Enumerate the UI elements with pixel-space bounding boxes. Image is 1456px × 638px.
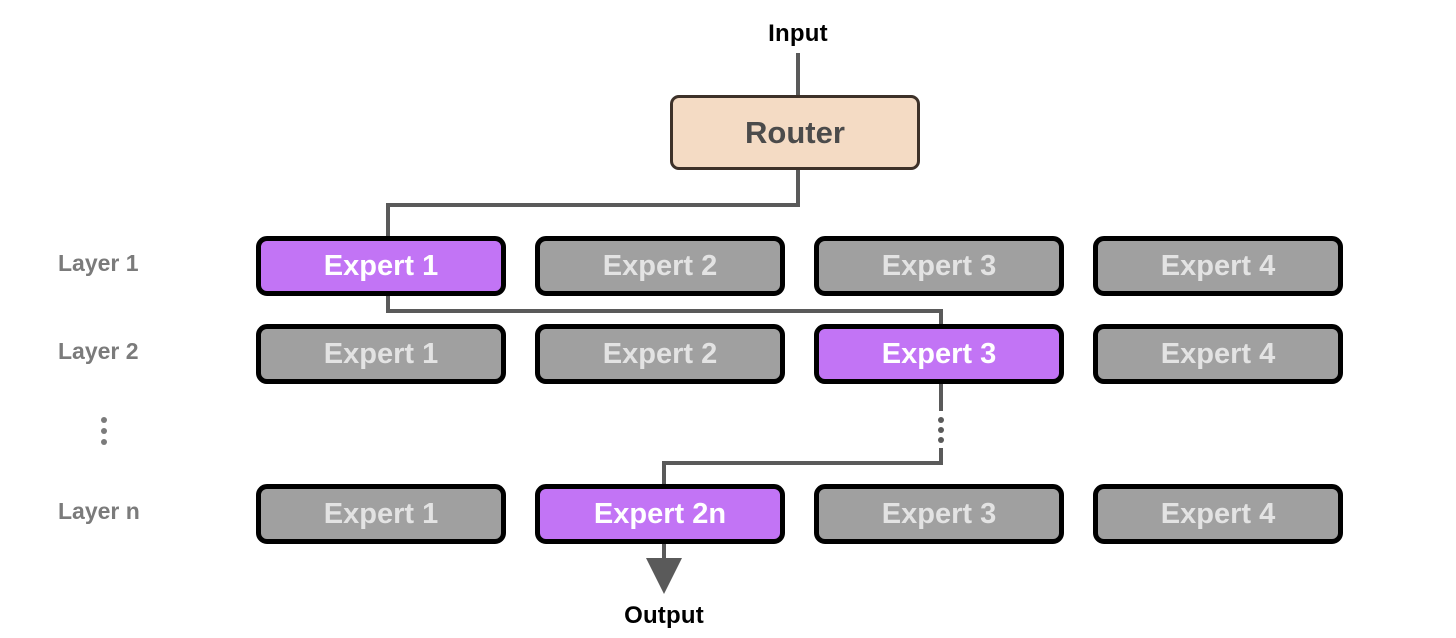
wire-layer1-expert1-to-layer2-expert3 (386, 296, 943, 324)
expert-node-layer1-expert1[interactable]: Expert 1 (256, 236, 506, 296)
expert-label: Expert 2n (593, 497, 727, 530)
expert-node-layer1-expert2[interactable]: Expert 2 (535, 236, 785, 296)
input-label: Input (768, 20, 828, 47)
dot (938, 437, 944, 443)
expert-label: Expert 4 (1160, 497, 1276, 530)
expert-label: Expert 3 (881, 249, 997, 282)
layer-label-1: Layer 1 (58, 250, 139, 276)
expert-label: Expert 3 (881, 337, 997, 370)
wire-layer2-to-layern-lower (662, 448, 943, 484)
router-node[interactable]: Router (670, 95, 920, 170)
output-label: Output (624, 602, 704, 629)
dot (101, 417, 107, 423)
expert-label: Expert 4 (1160, 337, 1276, 370)
dot (101, 439, 107, 445)
layer-label-2: Layer 2 (58, 338, 139, 364)
expert-node-layer2-expert4[interactable]: Expert 4 (1093, 324, 1343, 384)
expert-node-layer2-expert1[interactable]: Expert 1 (256, 324, 506, 384)
dot (938, 427, 944, 433)
expert-node-layern-expert2n[interactable]: Expert 2n (535, 484, 785, 544)
expert-label: Expert 4 (1160, 249, 1276, 282)
expert-label: Expert 3 (881, 497, 997, 530)
expert-node-layern-expert1[interactable]: Expert 1 (256, 484, 506, 544)
dot (101, 428, 107, 434)
expert-node-layer2-expert3[interactable]: Expert 3 (814, 324, 1064, 384)
router-label: Router (745, 114, 845, 150)
expert-node-layer1-expert3[interactable]: Expert 3 (814, 236, 1064, 296)
expert-label: Expert 1 (323, 249, 439, 282)
expert-label: Expert 1 (323, 497, 439, 530)
expert-node-layer2-expert2[interactable]: Expert 2 (535, 324, 785, 384)
expert-node-layern-expert3[interactable]: Expert 3 (814, 484, 1064, 544)
layers-vertical-ellipsis-icon (101, 417, 107, 445)
layer-label-n: Layer n (58, 498, 140, 524)
expert-label: Expert 2 (602, 249, 718, 282)
expert-node-layer1-expert4[interactable]: Expert 4 (1093, 236, 1343, 296)
expert-label: Expert 1 (323, 337, 439, 370)
wire-router-to-layer1-expert1 (386, 170, 800, 236)
expert-label: Expert 2 (602, 337, 718, 370)
dot (938, 417, 944, 423)
wire-vertical-ellipsis-icon (938, 417, 944, 443)
expert-node-layern-expert4[interactable]: Expert 4 (1093, 484, 1343, 544)
